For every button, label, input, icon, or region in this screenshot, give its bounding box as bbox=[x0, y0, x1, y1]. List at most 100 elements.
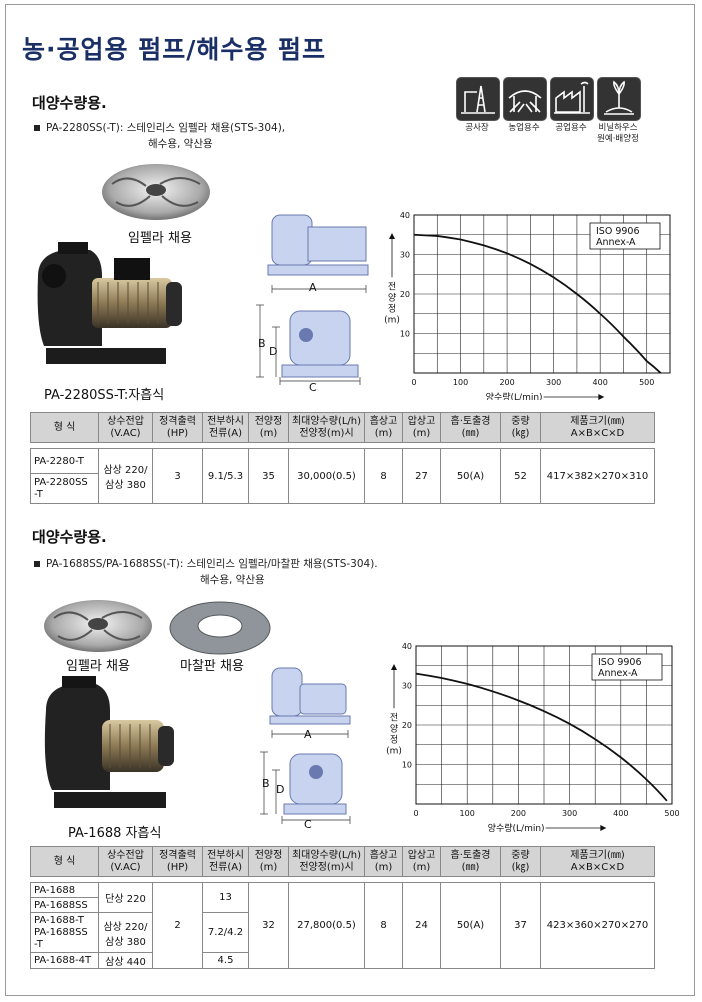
x-tick-label: 200 bbox=[511, 809, 526, 818]
th-size: 제품크기(㎜)A×B×C×D bbox=[540, 412, 655, 443]
x-tick-label: 500 bbox=[664, 809, 679, 818]
th-output: 정격출력(HP) bbox=[152, 412, 203, 443]
cell-maxflow: 30,000(0.5) bbox=[288, 448, 365, 504]
y-tick-label: 20 bbox=[400, 290, 410, 299]
x-axis-arrowhead bbox=[598, 394, 605, 400]
dim-label-b: B bbox=[262, 777, 270, 790]
x-tick-label: 400 bbox=[593, 378, 608, 387]
table-row: PA-1688-4T 삼상 440 4.5 bbox=[30, 952, 655, 969]
cell-current: 9.1/5.3 bbox=[202, 448, 249, 504]
cell-weight: 52 bbox=[500, 448, 541, 504]
th-bore: 흡·토출경(㎜) bbox=[440, 412, 501, 443]
y-tick-label: 10 bbox=[400, 330, 410, 339]
construction-site-icon bbox=[456, 77, 500, 121]
table-row: PA-2280SS -T bbox=[30, 473, 655, 504]
section2-desc-line1: PA-1688SS/PA-1688SS(-T): 스테인리스 임펠라/마찰판 채… bbox=[46, 558, 378, 570]
x-tick-label: 100 bbox=[453, 378, 468, 387]
x-axis-label: 양수량(L/min) bbox=[488, 822, 545, 834]
section2-impeller-label: 임펠라 채용 bbox=[66, 659, 130, 674]
cell-current: 13 bbox=[202, 882, 249, 913]
y-tick-label: 40 bbox=[402, 642, 412, 651]
x-tick-label: 300 bbox=[562, 809, 577, 818]
section2-desc: PA-1688SS/PA-1688SS(-T): 스테인리스 임펠라/마찰판 채… bbox=[34, 556, 378, 571]
x-tick-label: 200 bbox=[499, 378, 514, 387]
section1-model-caption: PA-2280SS-T:자흡식 bbox=[44, 388, 165, 403]
y-tick-label: 40 bbox=[400, 211, 410, 220]
cell-model: PA-2280-T bbox=[30, 448, 99, 474]
impeller-image bbox=[44, 600, 152, 652]
cell-suction: 8 bbox=[364, 882, 403, 969]
th-model: 형 식 bbox=[30, 412, 99, 443]
th-maxflow: 최대양수량(L/h)전양정(m)시 bbox=[288, 846, 365, 877]
cell-model: PA-1688-T PA-1688SS -T bbox=[30, 912, 99, 953]
cell-weight: 37 bbox=[500, 882, 541, 969]
usage-label-construction: 공사장 bbox=[465, 123, 489, 133]
iso-annotation-text: ISO 9906 bbox=[598, 657, 642, 668]
cell-voltage: 삼상 440 bbox=[98, 952, 153, 969]
th-voltage: 상수전압(V.AC) bbox=[98, 412, 153, 443]
x-tick-label: 300 bbox=[546, 378, 561, 387]
section2-desc-line2: 해수용, 약산용 bbox=[200, 574, 265, 586]
cell-model: PA-2280SS -T bbox=[30, 473, 99, 504]
pump-photo-pa2280 bbox=[37, 242, 182, 364]
cell-voltage: 단상 220 bbox=[98, 882, 153, 913]
usage-label-factory: 공업용수 bbox=[555, 123, 587, 133]
section1-impeller-label: 임펠라 채용 bbox=[128, 231, 192, 246]
usage-label-greenhouse: 비닐하우스 원예·배양정 bbox=[597, 123, 639, 144]
cell-pressure: 24 bbox=[402, 882, 441, 969]
cell-bore: 50(A) bbox=[440, 882, 501, 969]
th-suction: 흡상고(m) bbox=[364, 412, 403, 443]
th-head: 전양정(m) bbox=[248, 846, 289, 877]
cell-output: 3 bbox=[152, 448, 203, 504]
th-size: 제품크기(㎜)A×B×C×D bbox=[540, 846, 655, 877]
cell-output: 2 bbox=[152, 882, 203, 969]
th-pressure: 압상고(m) bbox=[402, 846, 441, 877]
iso-annotation-box bbox=[591, 653, 663, 681]
plot-frame bbox=[413, 214, 671, 374]
greenhouse-icon bbox=[597, 77, 641, 121]
performance-curve bbox=[413, 233, 662, 374]
performance-curve bbox=[415, 672, 668, 802]
dim-label-c: C bbox=[309, 381, 317, 394]
th-model: 형 식 bbox=[30, 846, 99, 877]
friction-plate-image bbox=[169, 601, 271, 655]
x-tick-label: 0 bbox=[411, 378, 416, 387]
section1-desc-line1: PA-2280SS(-T): 스테인리스 임펠라 채용(STS-304), bbox=[46, 122, 286, 134]
th-output: 정격출력(HP) bbox=[152, 846, 203, 877]
cell-size: 417×382×270×310 bbox=[540, 448, 655, 504]
table-row: PA-2280-T 삼상 220/ 삼상 380 3 9.1/5.3 35 30… bbox=[30, 448, 655, 504]
cell-voltage: 삼상 220/ 삼상 380 bbox=[98, 912, 153, 953]
x-tick-label: 500 bbox=[639, 378, 654, 387]
cell-current: 4.5 bbox=[202, 952, 249, 969]
usage-label-irrigation: 농업용수 bbox=[508, 123, 540, 133]
th-pressure: 압상고(m) bbox=[402, 412, 441, 443]
section1-heading: 대양수량용. bbox=[32, 94, 107, 112]
dimension-drawing-pa1688 bbox=[260, 667, 351, 824]
iso-annotation-text: Annex-A bbox=[598, 668, 638, 679]
irrigation-icon bbox=[503, 77, 547, 121]
cell-pressure: 27 bbox=[402, 448, 441, 504]
cell-voltage: 삼상 220/ 삼상 380 bbox=[98, 448, 153, 504]
page-title: 농·공업용 펌프/해수용 펌프 bbox=[22, 35, 327, 64]
bullet-square bbox=[34, 125, 40, 131]
cell-head: 35 bbox=[248, 448, 289, 504]
dim-label-a: A bbox=[304, 728, 312, 741]
y-tick-label: 20 bbox=[402, 721, 412, 730]
cell-size: 423×360×270×270 bbox=[540, 882, 655, 969]
y-tick-label: 30 bbox=[400, 251, 410, 260]
th-weight: 중량(㎏) bbox=[500, 412, 541, 443]
y-axis-arrowhead bbox=[389, 233, 395, 239]
iso-annotation-box bbox=[589, 222, 661, 250]
cell-model: PA-1688SS bbox=[30, 897, 99, 913]
section1-desc: PA-2280SS(-T): 스테인리스 임펠라 채용(STS-304), bbox=[34, 120, 285, 135]
section1-desc-line2: 해수용, 약산용 bbox=[148, 138, 213, 150]
x-axis-label: 양수량(L/min) bbox=[486, 391, 543, 400]
th-head: 전양정(m) bbox=[248, 412, 289, 443]
cell-bore: 50(A) bbox=[440, 448, 501, 504]
